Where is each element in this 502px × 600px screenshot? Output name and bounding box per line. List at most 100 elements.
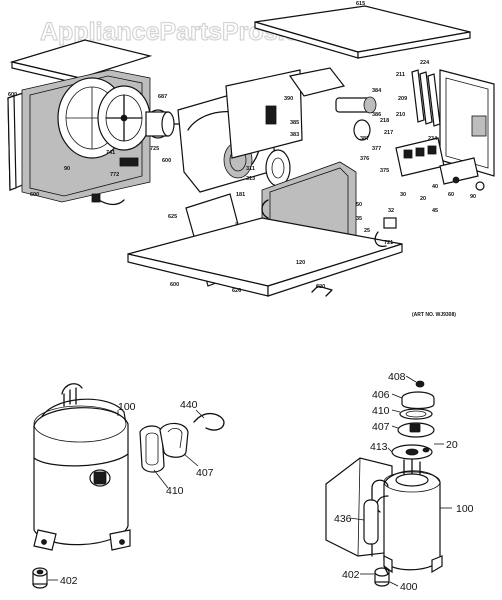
label-coil-low: 120 <box>296 260 305 266</box>
label-control-low4: 90 <box>470 194 476 200</box>
label-100-left: 100 <box>118 401 136 413</box>
label-top-panel: 615 <box>356 1 365 7</box>
label-heater-ref: 384 <box>372 88 382 94</box>
label-control-mid1: 387 <box>360 136 369 142</box>
right-compressor-section: 408 406 410 407 413 20 436 100 402 400 <box>325 371 474 593</box>
label-cord-block: 772 <box>110 172 119 178</box>
label-406: 406 <box>372 389 390 401</box>
label-bracket: 725 <box>150 146 159 152</box>
label-cap-mid: 600 <box>162 158 171 164</box>
label-blower-r: 385 <box>290 120 299 126</box>
label-misc2: 313 <box>246 176 255 182</box>
label-motor-left: 741 <box>106 150 115 156</box>
label-control-top6: 217 <box>384 130 393 136</box>
leader-407-right <box>391 425 399 429</box>
accumulator[interactable] <box>363 479 389 557</box>
label-413: 413 <box>370 441 388 453</box>
terminal-block[interactable] <box>119 157 139 167</box>
power-cord[interactable] <box>91 193 125 206</box>
control-board-brackets[interactable] <box>411 69 441 127</box>
label-blower-top: 390 <box>284 96 293 102</box>
label-base-mid: 626 <box>232 288 241 294</box>
label-coil-a: 50 <box>356 202 362 208</box>
label-terminal: 32 <box>388 208 394 214</box>
right-compressor-housing[interactable] <box>325 457 393 557</box>
terminal-cover-right[interactable] <box>401 391 435 410</box>
label-402-right: 402 <box>342 569 360 581</box>
label-407-right: 407 <box>372 421 390 433</box>
leader-413 <box>387 447 393 453</box>
label-control-top4: 210 <box>396 112 405 118</box>
label-control-mid5: 375 <box>380 168 389 174</box>
terminal-block-right[interactable] <box>397 422 435 438</box>
leader-410-right <box>391 409 401 413</box>
label-misc1: 311 <box>246 166 255 172</box>
art-number: (ART NO. WJ9308) <box>412 312 456 318</box>
label-control-low6: 20 <box>420 196 426 202</box>
label-mount: 386 <box>372 112 381 118</box>
left-compressor[interactable] <box>33 383 131 551</box>
base-pan[interactable] <box>127 217 403 297</box>
terminal-bracket-right[interactable] <box>391 444 433 460</box>
thermostat[interactable] <box>439 157 485 191</box>
terminal-cover[interactable] <box>159 422 189 458</box>
label-408: 408 <box>388 371 406 383</box>
terminal-cover-gasket[interactable] <box>139 425 165 473</box>
right-compressor[interactable] <box>376 455 443 574</box>
top-cover-panel[interactable] <box>254 5 471 59</box>
label-motor-mount: 625 <box>168 214 177 220</box>
bale-strap[interactable] <box>193 412 225 431</box>
leader-440 <box>195 409 205 419</box>
leader-436 <box>349 517 365 521</box>
blower-wheel[interactable] <box>265 149 291 187</box>
terminal-gasket-right[interactable] <box>399 408 433 420</box>
label-control-top5: 218 <box>380 118 389 124</box>
label-control-low2: 45 <box>432 208 438 214</box>
label-control-top1: 211 <box>396 72 405 78</box>
label-control-low3: 30 <box>400 192 406 198</box>
leader-408 <box>405 375 417 383</box>
label-control-top3: 209 <box>398 96 407 102</box>
label-connector: 721 <box>384 240 393 246</box>
upper-callouts: 615 600 600 90 687 741 725 600 772 390 3… <box>8 1 476 294</box>
upper-assembly: 615 600 600 90 687 741 725 600 772 390 3… <box>7 1 495 318</box>
label-100-right: 100 <box>456 503 474 515</box>
label-410-right: 410 <box>372 405 390 417</box>
fan-blade[interactable] <box>97 85 151 151</box>
leader-410-left <box>153 469 169 489</box>
label-control-top2: 224 <box>420 60 430 66</box>
leader-407-left <box>183 453 199 467</box>
label-base-r: 620 <box>316 284 325 290</box>
label-coil-left: 181 <box>236 192 245 198</box>
motor-mount-plate[interactable] <box>225 69 303 159</box>
label-fan: 90 <box>64 166 70 172</box>
control-panel[interactable] <box>439 69 495 177</box>
label-440: 440 <box>180 399 198 411</box>
label-control-mid3: 377 <box>372 146 381 152</box>
label-control-low5: 40 <box>432 184 438 190</box>
selector-switch[interactable] <box>395 137 445 177</box>
label-left-panel: 600 <box>8 92 17 98</box>
label-blower-wheel: 687 <box>158 94 167 100</box>
left-compressor-section: 100 402 410 407 440 <box>32 383 225 589</box>
label-control-mid2: 234 <box>428 136 438 142</box>
label-control-low1: 60 <box>448 192 454 198</box>
label-blower-r2: 383 <box>290 132 299 138</box>
mount-spring[interactable] <box>383 565 389 575</box>
bracket-clip[interactable] <box>311 285 333 297</box>
heater-element[interactable] <box>288 67 377 141</box>
label-400: 400 <box>400 581 418 593</box>
leader-406 <box>391 393 403 399</box>
left-top-panel[interactable] <box>9 39 153 85</box>
left-grommet[interactable] <box>32 567 48 589</box>
label-402-left: 402 <box>60 575 78 587</box>
connector-plug[interactable] <box>374 217 397 247</box>
right-grommet[interactable] <box>374 567 390 587</box>
label-436: 436 <box>334 513 352 525</box>
label-panel-bottom: 600 <box>30 192 39 198</box>
label-20: 20 <box>446 439 458 451</box>
terminal-nut[interactable] <box>415 380 425 388</box>
label-410-left: 410 <box>166 485 184 497</box>
leader-400 <box>389 581 399 587</box>
